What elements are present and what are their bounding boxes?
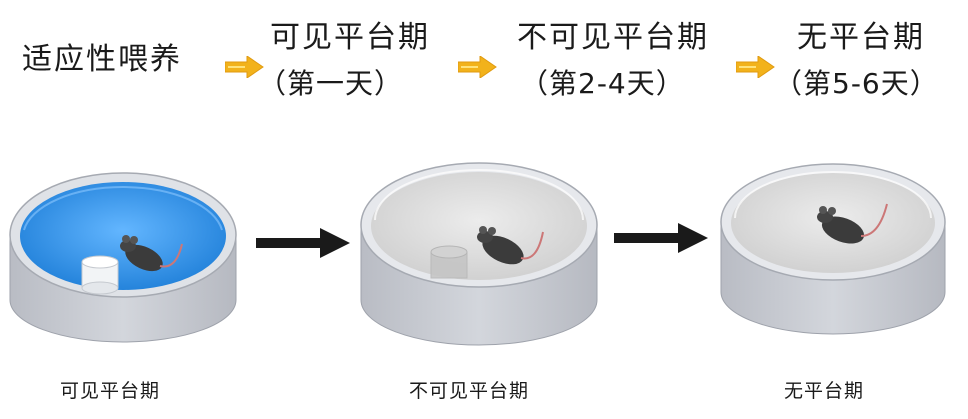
pool-no-platform: [720, 163, 946, 335]
stage3-days: （第5-6天）: [774, 67, 939, 100]
stage1-days: （第一天）: [258, 67, 404, 100]
pool-visible-platform: [9, 172, 237, 343]
stage2-title: 不可见平台期: [517, 20, 709, 55]
caption-pool3: 无平台期: [784, 380, 865, 402]
acclimation-label: 适应性喂养: [22, 42, 182, 77]
big-arrow-icon: [256, 228, 350, 258]
stage1-title: 可见平台期: [270, 20, 430, 55]
mouse-icon: [477, 226, 544, 265]
pool-hidden-platform: [360, 162, 598, 346]
small-arrow-icon: [225, 56, 264, 78]
big-arrow-icon: [614, 223, 708, 253]
mouse-icon: [817, 203, 888, 244]
stage3-title: 无平台期: [797, 20, 925, 55]
stage2-days: （第2-4天）: [520, 67, 685, 100]
caption-pool2: 不可见平台期: [409, 380, 530, 402]
small-arrow-icon: [736, 56, 775, 78]
mouse-icon: [120, 235, 183, 272]
caption-pool1: 可见平台期: [60, 380, 161, 402]
small-arrow-icon: [458, 56, 497, 78]
